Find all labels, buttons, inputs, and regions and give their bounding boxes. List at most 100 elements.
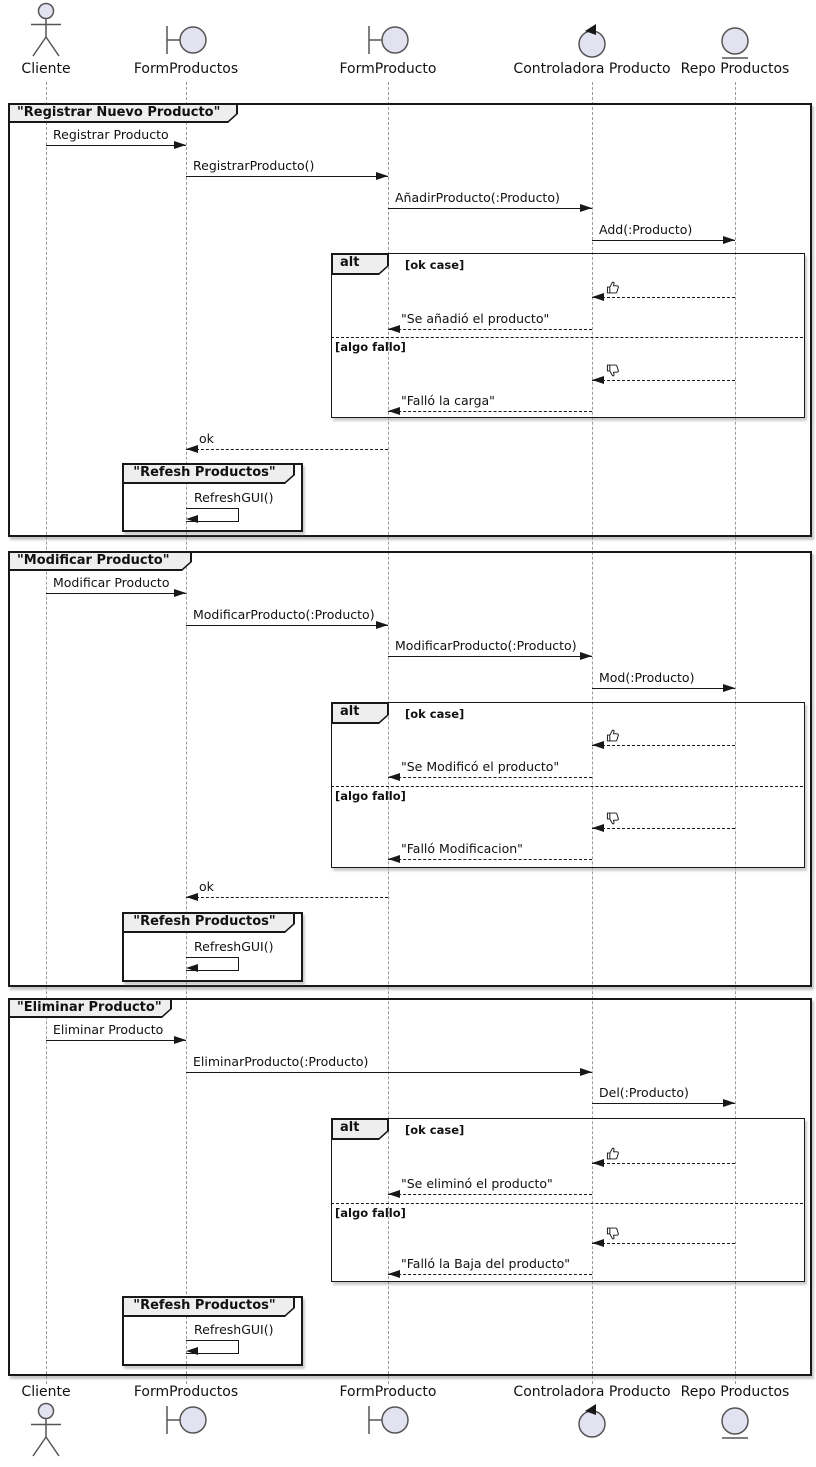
frame-registrar-nuevo-producto (8, 103, 812, 537)
message-line (592, 240, 735, 241)
frame-tab-eliminar-producto: "Eliminar Producto" (8, 998, 172, 1018)
frame-tab-registrar-nuevo-producto-label: "Registrar Nuevo Producto" (17, 105, 221, 120)
arrowhead-right (723, 236, 735, 244)
message-line (46, 1040, 186, 1041)
boundary-icon (366, 1402, 410, 1442)
self-message-loop (186, 957, 239, 971)
arrowhead-right (723, 1099, 735, 1107)
arrowhead-left (186, 445, 198, 453)
alt-fragment-1 (331, 253, 805, 418)
self-message-loop (186, 508, 239, 522)
alt-fragment-2 (331, 702, 805, 868)
arrowhead-left (388, 407, 400, 415)
arrowhead-left (186, 515, 198, 523)
message-label: "Se Modificó el producto" (401, 759, 560, 774)
message-line (46, 145, 186, 146)
frame-tab-modificar-producto-label: "Modificar Producto" (17, 553, 170, 568)
message-label: ok (199, 431, 214, 446)
message-line (388, 1194, 592, 1195)
participant-label: FormProducto (339, 1384, 437, 1400)
boundary-icon (366, 22, 410, 62)
alt-operator-tab-label: alt (340, 255, 360, 270)
actor-icon (26, 2, 66, 64)
participant-label: Repo Productos (680, 61, 790, 77)
group-tab-refresh: "Refesh Productos" (122, 463, 295, 484)
arrowhead-right (376, 172, 388, 180)
frame-modificar-producto (8, 551, 812, 987)
arrowhead-left (592, 824, 604, 832)
control-icon (572, 22, 612, 64)
control-icon (572, 1402, 612, 1444)
self-message-loop (186, 1340, 239, 1354)
arrowhead-left (186, 1347, 198, 1355)
message-label: "Se añadió el producto" (401, 311, 550, 326)
thumbs-up-icon (606, 728, 620, 747)
boundary-icon (164, 1402, 208, 1442)
alt-guard-else: [algo fallo] (335, 1206, 406, 1220)
alt-guard-else: [algo fallo] (335, 789, 406, 803)
entity-icon (715, 22, 755, 66)
message-label: Add(:Producto) (599, 222, 693, 237)
message-label: RegistrarProducto() (193, 158, 315, 173)
thumbs-down-icon (606, 363, 620, 382)
message-label: "Falló la carga" (401, 393, 495, 408)
message-line (388, 329, 592, 330)
actor-icon (26, 1402, 66, 1464)
lifeline-cliente (46, 82, 47, 1384)
participant-label: FormProductos (133, 61, 239, 77)
message-label: Del(:Producto) (599, 1085, 689, 1100)
alt-divider (331, 1203, 803, 1204)
arrowhead-right (376, 621, 388, 629)
arrowhead-left (186, 893, 198, 901)
message-line (388, 1274, 592, 1275)
thumbs-down-icon (606, 811, 620, 830)
message-label: Mod(:Producto) (599, 670, 695, 685)
alt-fragment-3 (331, 1118, 805, 1282)
alt-guard-ok: [ok case] (405, 707, 465, 721)
participant-label: FormProducto (339, 61, 437, 77)
alt-divider (331, 786, 803, 787)
message-label: EliminarProducto(:Producto) (193, 1054, 369, 1069)
arrowhead-left (592, 293, 604, 301)
arrowhead-right (174, 589, 186, 597)
message-line (186, 449, 388, 450)
message-label: ModificarProducto(:Producto) (395, 638, 577, 653)
message-label: "Falló Modificacion" (401, 841, 523, 856)
message-line (592, 1103, 735, 1104)
message-line (388, 208, 592, 209)
group-tab-refresh-label: "Refesh Productos" (133, 1298, 276, 1313)
frame-tab-modificar-producto: "Modificar Producto" (8, 551, 192, 571)
alt-operator-tab: alt (331, 1118, 389, 1140)
message-label: Registrar Producto (53, 127, 169, 142)
message-line (186, 1072, 592, 1073)
message-label: "Se eliminó el producto" (401, 1176, 553, 1191)
frame-tab-eliminar-producto-label: "Eliminar Producto" (17, 1000, 162, 1015)
alt-guard-ok: [ok case] (405, 1123, 465, 1137)
participant-label: Controladora Producto (513, 61, 671, 77)
message-line (592, 1163, 735, 1164)
arrowhead-left (388, 1270, 400, 1278)
lifeline-controladora-producto (592, 82, 593, 1384)
alt-operator-tab: alt (331, 702, 389, 724)
arrowhead-left (388, 325, 400, 333)
self-message-label: RefreshGUI() (194, 939, 274, 954)
message-line (388, 411, 592, 412)
alt-operator-tab-label: alt (340, 1120, 360, 1135)
message-line (388, 656, 592, 657)
boundary-icon (164, 22, 208, 62)
arrowhead-right (580, 204, 592, 212)
frame-tab-registrar-nuevo-producto: "Registrar Nuevo Producto" (8, 103, 238, 123)
arrowhead-right (723, 684, 735, 692)
message-line (592, 828, 735, 829)
self-message-label: RefreshGUI() (194, 490, 274, 505)
arrowhead-left (592, 741, 604, 749)
lifeline-formproducto (388, 82, 389, 1384)
arrowhead-left (186, 964, 198, 972)
arrowhead-right (580, 652, 592, 660)
message-label: ok (199, 879, 214, 894)
participant-label: Controladora Producto (513, 1384, 671, 1400)
self-message-label: RefreshGUI() (194, 1322, 274, 1337)
group-tab-refresh: "Refesh Productos" (122, 912, 295, 933)
alt-operator-tab-label: alt (340, 704, 360, 719)
